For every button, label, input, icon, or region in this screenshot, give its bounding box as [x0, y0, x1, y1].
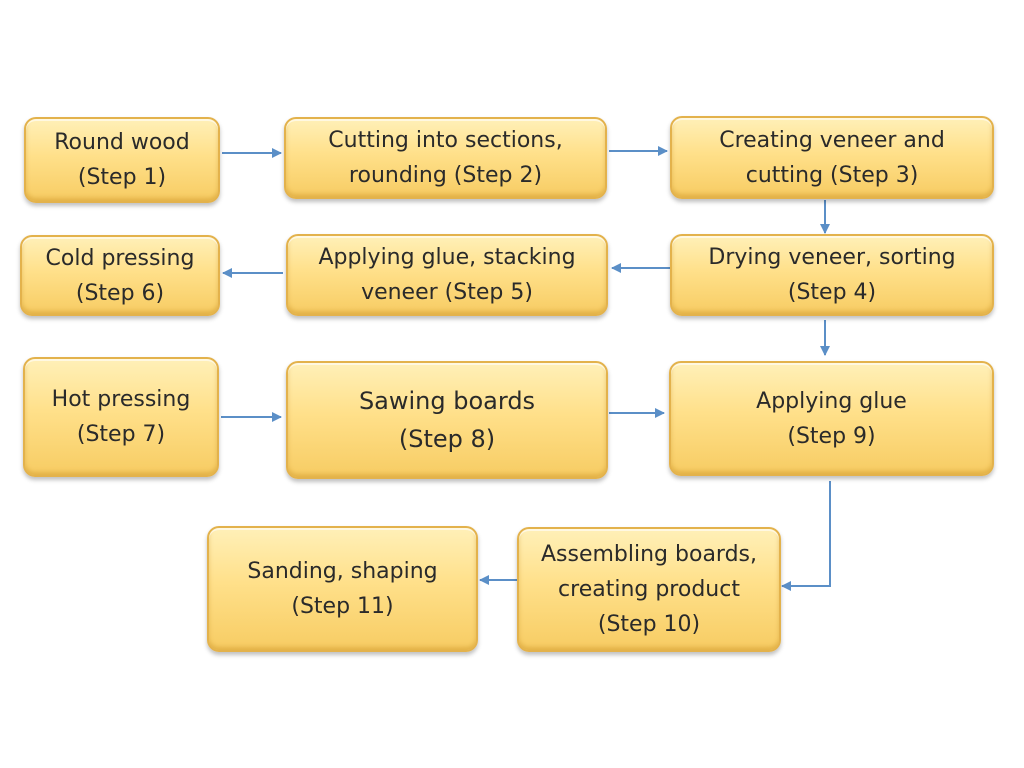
step-1-box: Round wood (Step 1): [24, 117, 220, 203]
step-5-line-1: Applying glue, stacking: [318, 245, 576, 270]
step-4-line-1: Drying veneer, sorting: [708, 245, 956, 270]
step-8-box: Sawing boards (Step 8): [286, 361, 608, 479]
step-1-line-1: Round wood: [54, 130, 190, 155]
step-10-line-1: Assembling boards,: [540, 542, 757, 567]
step-1-line-2: (Step 1): [77, 165, 167, 190]
step-2-line-1: Cutting into sections,: [328, 128, 563, 153]
step-4-box: Drying veneer, sorting (Step 4): [670, 234, 994, 316]
step-7-line-2: (Step 7): [76, 422, 166, 447]
step-10-box: Assembling boards, creating product (Ste…: [517, 527, 781, 652]
step-7-box: Hot pressing (Step 7): [23, 357, 219, 477]
step-5-box: Applying glue, stacking veneer (Step 5): [286, 234, 608, 316]
step-10-line-3: (Step 10): [597, 612, 701, 637]
step-7-line-1: Hot pressing: [51, 387, 191, 412]
step-5-line-2: veneer (Step 5): [361, 280, 533, 305]
step-2-box: Cutting into sections, rounding (Step 2): [284, 117, 607, 199]
step-11-line-1: Sanding, shaping: [247, 559, 438, 584]
step-9-line-1: Applying glue: [756, 388, 907, 414]
step-11-box: Sanding, shaping (Step 11): [207, 526, 478, 652]
step-3-line-2: cutting (Step 3): [745, 162, 919, 188]
step-4-line-2: (Step 4): [787, 280, 877, 305]
step-9-box: Applying glue (Step 9): [669, 361, 994, 476]
step-8-line-2: (Step 8): [398, 425, 496, 453]
step-10-line-2: creating product: [558, 577, 740, 602]
arrow-step9-to-step10: [781, 481, 831, 591]
step-6-line-1: Cold pressing: [45, 245, 195, 271]
step-3-line-1: Creating veneer and: [719, 127, 945, 153]
step-6-line-2: (Step 6): [75, 280, 165, 306]
step-8-line-1: Sawing boards: [358, 387, 536, 415]
step-3-box: Creating veneer and cutting (Step 3): [670, 116, 994, 199]
step-2-line-2: rounding (Step 2): [348, 163, 543, 188]
step-9-line-2: (Step 9): [787, 423, 876, 449]
step-11-line-2: (Step 11): [291, 594, 394, 619]
step-6-box: Cold pressing (Step 6): [20, 235, 220, 316]
